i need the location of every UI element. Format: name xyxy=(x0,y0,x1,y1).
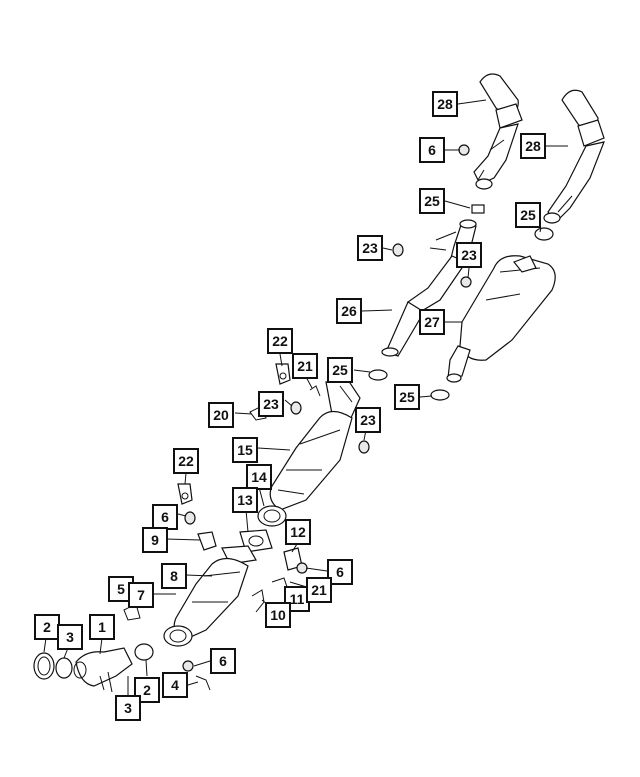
hanger-brackets xyxy=(177,363,321,505)
callout-13: 13 xyxy=(232,487,258,513)
callout-20: 20 xyxy=(208,402,234,428)
tailpipe-left xyxy=(473,73,523,190)
callout-25-lower: 25 xyxy=(394,384,420,410)
callout-25-upper: 25 xyxy=(419,188,445,214)
callout-2-bottom: 2 xyxy=(134,677,160,703)
callout-12: 12 xyxy=(285,519,311,545)
callout-14: 14 xyxy=(246,464,272,490)
callout-28-right: 28 xyxy=(520,133,546,159)
callout-15: 15 xyxy=(232,437,258,463)
callout-25-middle: 25 xyxy=(327,357,353,383)
particulate-filter xyxy=(257,379,361,527)
front-pipe xyxy=(73,647,133,693)
seal-rings xyxy=(33,643,211,691)
callout-23-left: 23 xyxy=(357,235,383,261)
callout-23-right: 23 xyxy=(456,242,482,268)
muffler xyxy=(446,255,556,383)
callout-8: 8 xyxy=(161,563,187,589)
callout-22-lower: 22 xyxy=(173,448,199,474)
tailpipe-right xyxy=(543,89,605,224)
callout-4: 4 xyxy=(162,672,188,698)
callout-6-top: 6 xyxy=(419,137,445,163)
clamps xyxy=(290,144,554,454)
callout-23-mid-left: 23 xyxy=(258,391,284,417)
catalytic-converter xyxy=(163,545,257,647)
callout-3-left: 3 xyxy=(57,624,83,650)
callout-1: 1 xyxy=(89,614,115,640)
callout-9: 9 xyxy=(142,527,168,553)
callout-21-upper: 21 xyxy=(292,353,318,379)
callout-6-bottom: 6 xyxy=(210,648,236,674)
callout-21-lower: 21 xyxy=(306,577,332,603)
callout-28-left: 28 xyxy=(432,91,458,117)
callout-26: 26 xyxy=(336,298,362,324)
callout-25-right: 25 xyxy=(515,202,541,228)
callout-6-right: 6 xyxy=(327,559,353,585)
callout-7: 7 xyxy=(128,582,154,608)
callout-3-bottom: 3 xyxy=(115,695,141,721)
callout-10: 10 xyxy=(265,602,291,628)
callout-22-upper: 22 xyxy=(267,328,293,354)
callout-27: 27 xyxy=(419,309,445,335)
callout-23-mid-right: 23 xyxy=(355,407,381,433)
